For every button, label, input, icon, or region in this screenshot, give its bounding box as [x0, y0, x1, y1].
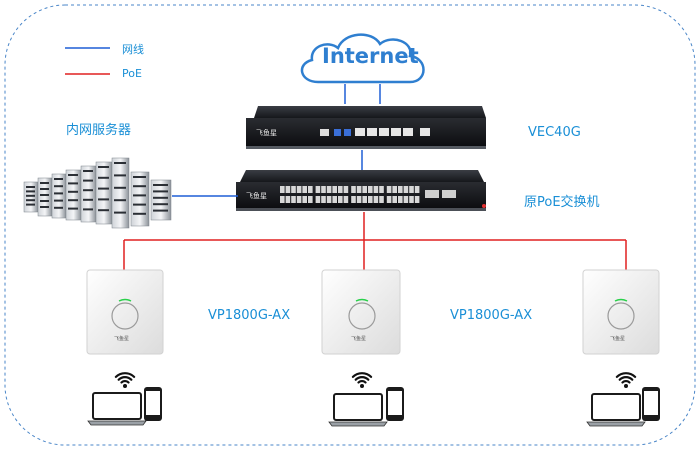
ap-model-label-left: VP1800G-AX	[208, 308, 291, 323]
ap-left-brand: 飞鱼星	[114, 336, 130, 342]
access-point-icon	[86, 269, 164, 355]
ap-right-brand: 飞鱼星	[610, 336, 626, 342]
internet-label: Internet	[322, 44, 419, 68]
router-label: VEC40G	[528, 125, 581, 140]
phone-icon	[144, 387, 162, 421]
access-point-icon	[321, 269, 401, 355]
laptop-icon	[87, 392, 147, 426]
wifi-icon	[351, 372, 373, 388]
legend-label-poe: PoE	[122, 67, 142, 80]
switch-icon	[236, 170, 486, 211]
ap-mid-brand: 飞鱼星	[351, 336, 367, 342]
ap-model-label-right: VP1800G-AX	[450, 308, 533, 323]
router-icon	[246, 106, 486, 149]
switch-label: 原PoE交换机	[524, 195, 600, 210]
phone-icon	[642, 387, 660, 421]
phone-icon	[386, 387, 404, 421]
legend-label-cable: 网线	[122, 43, 144, 56]
wifi-icon	[114, 372, 136, 388]
servers-label: 内网服务器	[66, 123, 132, 138]
wifi-icon	[615, 372, 637, 388]
laptop-icon	[586, 393, 646, 427]
switch-brand: 飞鱼星	[246, 192, 267, 200]
poe-links	[123, 212, 627, 270]
laptop-icon	[328, 393, 388, 427]
router-brand: 飞鱼星	[256, 129, 277, 137]
access-point-icon	[582, 269, 660, 355]
diagram-border	[4, 4, 696, 446]
cloud-icon	[300, 33, 425, 84]
server-rack-icon	[23, 157, 172, 229]
